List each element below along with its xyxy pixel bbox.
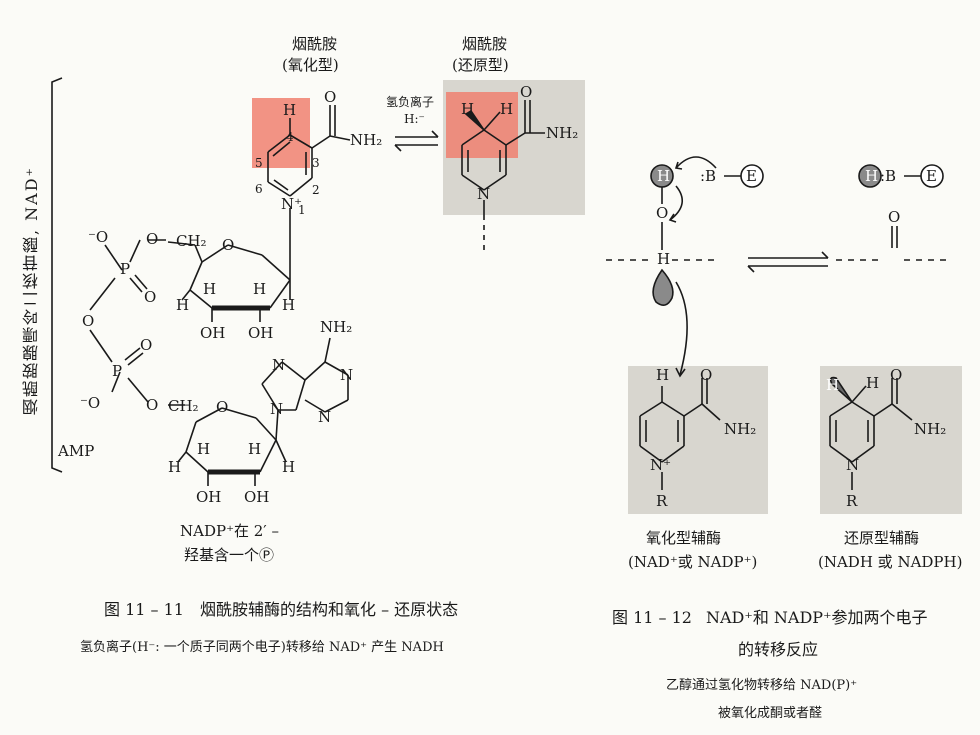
atom-o-minus-top: ⁻O: [88, 228, 109, 246]
reduced-coenzyme-name: 还原型辅酶: [844, 529, 920, 547]
atom-o-oxidized-coenzyme: O: [700, 366, 713, 384]
atom-h-captured: H: [865, 167, 879, 185]
atom-r-oxidized-coenzyme: R: [656, 492, 668, 510]
caption-11-11-number: 图 11 – 11: [104, 600, 184, 619]
ring-num-3: 3: [312, 156, 320, 170]
base-label-left: :B: [700, 167, 717, 185]
atom-ch2-bottom: CH₂: [168, 397, 199, 415]
atom-n-plus-oxidized-coenzyme: N⁺: [650, 456, 672, 474]
atom-p-top: P: [120, 260, 131, 278]
oxidized-highlight: [252, 98, 310, 168]
atom-n-plus: N⁺: [281, 195, 303, 213]
enzyme-label-right: E: [926, 167, 937, 185]
atom-oh-upper-2: OH: [248, 324, 274, 342]
atom-n-adenine-1: N: [340, 366, 354, 384]
atom-ch2-top: CH₂: [176, 232, 207, 250]
atom-oh-lower-1: OH: [196, 488, 222, 506]
ring-num-2: 2: [312, 183, 320, 197]
atom-h-lower-1: H: [168, 458, 182, 476]
ring-num-6: 6: [255, 182, 263, 196]
atom-n-adenine-9: N: [270, 400, 284, 418]
ring-num-4: 4: [286, 130, 294, 144]
atom-o-link-bottom: O: [146, 396, 159, 414]
atom-n-reduced: N: [477, 185, 491, 203]
atom-h-upper-4: H: [282, 296, 296, 314]
atom-oh-lower-2: OH: [244, 488, 270, 506]
amp-label: AMP: [58, 442, 95, 460]
nadp-note-line1: NADP⁺在 2′ –: [180, 522, 279, 540]
ring-num-1: 1: [298, 203, 306, 217]
caption-11-11-title: 烟酰胺辅酶的结构和氧化 – 还原状态: [200, 600, 459, 619]
atom-h-upper-1: H: [176, 296, 190, 314]
atom-h-transfer: H: [657, 167, 671, 185]
atom-o-minus-bottom: ⁻O: [80, 394, 101, 412]
caption-11-12-number: 图 11 – 12: [612, 608, 692, 627]
atom-h-lower-4: H: [282, 458, 296, 476]
atom-nh2-reduced: NH₂: [546, 124, 579, 142]
hydride-label: 氢负离子: [386, 95, 435, 109]
atom-oh-upper-1: OH: [200, 324, 226, 342]
oxidized-title-line2: (氧化型): [282, 56, 339, 74]
base-label-right: :B: [880, 167, 897, 185]
atom-h-oxidized-coenzyme: H: [656, 366, 670, 384]
atom-nh2-amide: NH₂: [350, 131, 383, 149]
reduced-title-line1: 烟酰胺: [462, 35, 508, 53]
oxidized-coenzyme-sub: (NAD⁺或 NADP⁺): [628, 553, 758, 571]
atom-h-reduced-2: H: [500, 100, 514, 118]
oxidized-coenzyme-name: 氧化型辅酶: [646, 529, 722, 547]
caption-11-12-sub-line1: 乙醇通过氢化物转移给 NAD(P)⁺: [666, 678, 858, 693]
atom-o-link-top: O: [146, 230, 159, 248]
atom-o-ketone: O: [888, 208, 901, 226]
caption-11-11-sub: 氢负离子(H⁻: 一个质子同两个电子)转移给 NAD⁺ 产生 NADH: [80, 640, 444, 655]
enzyme-label-left: E: [746, 167, 757, 185]
atom-o-bridge: O: [82, 312, 95, 330]
reduced-coenzyme-sub: (NADH 或 NADPH): [818, 553, 963, 571]
atom-h-lower-3: H: [248, 440, 262, 458]
atom-nh2-reduced-coenzyme: NH₂: [914, 420, 947, 438]
caption-11-12-sub-line2: 被氧化成酮或者醛: [718, 706, 823, 721]
atom-h-reduced-new: H: [826, 376, 840, 394]
nadp-note-line2: 羟基含一个Ⓟ: [184, 546, 275, 564]
ring-num-5: 5: [255, 156, 263, 170]
atom-h-upper-3: H: [253, 280, 267, 298]
atom-h-lower-2: H: [197, 440, 211, 458]
atom-o-alcohol: O: [656, 204, 669, 222]
reduced-title-line2: (还原型): [452, 56, 509, 74]
atom-o-double-bottom: O: [140, 336, 153, 354]
atom-o-double-top: O: [144, 288, 157, 306]
atom-n-reduced-coenzyme: N: [846, 456, 860, 474]
caption-11-12-title-line1: NAD⁺和 NADP⁺参加两个电子: [706, 608, 928, 627]
atom-n-adenine-3: N: [318, 408, 332, 426]
atom-nh2-oxidized-coenzyme: NH₂: [724, 420, 757, 438]
atom-o-reduced-coenzyme: O: [890, 366, 903, 384]
hydride-symbol: H:⁻: [404, 112, 425, 126]
atom-o-reduced: O: [520, 83, 533, 101]
caption-11-12-title-line2: 的转移反应: [738, 640, 819, 659]
atom-o-amide: O: [324, 88, 337, 106]
atom-h-c4: H: [283, 101, 297, 119]
nad-structure-svg: [51, 77, 545, 486]
atom-o-ribose-bottom: O: [216, 398, 229, 416]
atom-p-bottom: P: [112, 362, 123, 380]
atom-h-reduced-coenzyme: H: [866, 374, 880, 392]
atom-r-reduced-coenzyme: R: [846, 492, 858, 510]
oxidized-coenzyme-panel: [628, 366, 768, 514]
oxidized-title-line1: 烟酰胺: [292, 35, 338, 53]
atom-n-adenine-7: N: [272, 356, 286, 374]
atom-c-alcohol: H: [657, 250, 671, 268]
atom-o-ribose-top: O: [222, 236, 235, 254]
atom-nh2-adenine: NH₂: [320, 318, 353, 336]
transfer-reaction-svg: [606, 156, 952, 490]
atom-h-upper-2: H: [203, 280, 217, 298]
atom-h-reduced-1: H: [461, 100, 475, 118]
